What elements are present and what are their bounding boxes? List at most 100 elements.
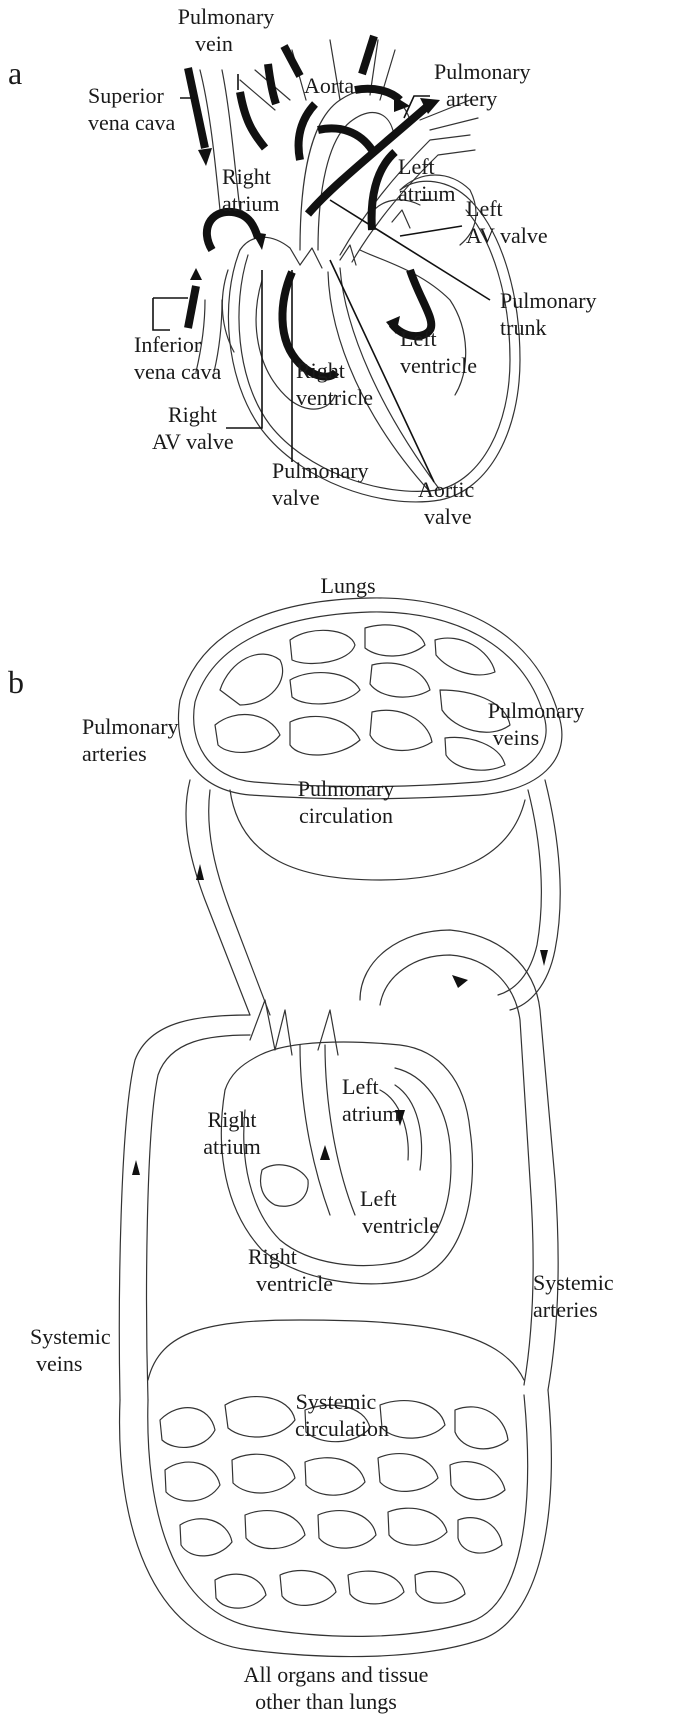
pulmonary-artery-arrowhead (196, 864, 204, 880)
pulmonary-circulation-label: Pulmonary circulation (298, 776, 395, 828)
systemic-vein-inner (147, 1035, 250, 1400)
left-ventricle-label-line1: Left (400, 326, 437, 351)
right-ventricle-chamber-b (261, 1165, 309, 1206)
pulmonary-vein-arrowhead (540, 950, 548, 966)
systemic-arteries-label: Systemic arteries (533, 1270, 614, 1322)
left-av-valve-label: Left AV valve (466, 196, 548, 248)
lungs-label: Lungs (321, 573, 376, 598)
left-atrium-b-label: Left atrium (342, 1074, 399, 1126)
organs-label-line1: All organs and tissue (244, 1662, 429, 1687)
pulmonary-artery-vessel-left (186, 780, 250, 1015)
systemic-veins-label-line1: Systemic (30, 1324, 111, 1349)
systemic-circulation-label: Systemic circulation (295, 1389, 389, 1441)
left-ventricle-b-label: Left ventricle (360, 1186, 439, 1238)
aortic-valve-label-line1: Aortic (418, 477, 474, 502)
pulmonary-valve-label-line1: Pulmonary (272, 458, 369, 483)
svc-label-line1: Superior (88, 83, 164, 108)
pulmonary-trunk-label: Pulmonary trunk (500, 288, 597, 340)
left-atrium-entry-arrow (318, 128, 372, 150)
systemic-artery-inner (380, 955, 533, 1385)
panel-b-letter: b (8, 664, 24, 700)
pulmonary-arteries-label-line2: arteries (82, 741, 147, 766)
pulmonary-vein-flow-arrow-2 (268, 64, 276, 104)
ivc-label-line2: vena cava (134, 359, 222, 384)
lung-capillary-cells (215, 625, 510, 770)
systemic-circulation-label-line2: circulation (295, 1416, 389, 1441)
left-atrium-label-line1: Left (398, 154, 435, 179)
inferior-vena-cava-label: Inferior vena cava (134, 332, 222, 384)
pulmonary-vein-label: Pulmonary vein (178, 4, 275, 56)
right-ventricle-arrowhead (320, 1145, 330, 1160)
ivc-arrowhead (190, 268, 202, 280)
pulmonary-artery-vessel-right (209, 790, 270, 1015)
right-ventricle-label: Right ventricle (296, 358, 373, 410)
pulmonary-valve-label: Pulmonary valve (272, 458, 369, 510)
aortic-valve-label-line2: valve (424, 504, 472, 529)
right-atrium-label-line2: atrium (222, 191, 279, 216)
right-av-valve-label-line1: Right (168, 402, 217, 427)
organs-label: All organs and tissue other than lungs (244, 1662, 429, 1714)
left-av-valve-label-line2: AV valve (466, 223, 548, 248)
left-av-valve-label-line1: Left (466, 196, 503, 221)
pulmonary-trunk-label-line2: trunk (500, 315, 546, 340)
systemic-vein-outer (119, 1015, 250, 1400)
right-ventricle-label-line2: ventricle (296, 385, 373, 410)
aorta-label: Aorta (304, 73, 354, 98)
pulmonary-valve-label-line2: valve (272, 485, 320, 510)
pulmonary-vein-entry-arrowhead (452, 975, 468, 988)
pulmonary-arteries-label: Pulmonary arteries (82, 714, 179, 766)
right-ventricle-b-label-line2: ventricle (256, 1271, 333, 1296)
heart-b-septum (300, 1045, 355, 1215)
pulmonary-circulation-label-line1: Pulmonary (298, 776, 395, 801)
left-atrium-b-label-line1: Left (342, 1074, 379, 1099)
systemic-veins-label-line2: veins (36, 1351, 82, 1376)
panel-a-letter: a (8, 55, 22, 91)
pulmonary-vein-vessel-outer (510, 780, 560, 1010)
superior-vena-cava-label: Superior vena cava (88, 83, 176, 135)
left-atrium-label: Left atrium (398, 154, 455, 206)
pulmonary-veins-label-line1: Pulmonary (488, 698, 585, 723)
organs-label-line2: other than lungs (255, 1689, 397, 1714)
ivc-label-line1: Inferior (134, 332, 202, 357)
left-heart-valves (380, 1085, 422, 1170)
svc-arrowhead (198, 148, 212, 166)
pulmonary-arteries-label-line1: Pulmonary (82, 714, 179, 739)
pulmonary-vein-vessel-inner (498, 790, 541, 995)
left-atrium-label-line2: atrium (398, 181, 455, 206)
left-ventricle-b-label-line2: ventricle (362, 1213, 439, 1238)
right-atrium-wall (240, 237, 300, 265)
right-ventricle-label-line1: Right (296, 358, 345, 383)
systemic-arteries-label-line1: Systemic (533, 1270, 614, 1295)
left-ventricle-label-line2: ventricle (400, 353, 477, 378)
right-ventricle-b-label: Right ventricle (248, 1244, 333, 1296)
pulmonary-veins-label-line2: veins (493, 725, 539, 750)
circulation-drawing (119, 598, 562, 1657)
right-atrium-b-label-line1: Right (208, 1107, 257, 1132)
pulmonary-vein-flow-arrow (240, 92, 265, 148)
systemic-arteries-label-line2: arteries (533, 1297, 598, 1322)
right-atrium-arrowhead (252, 232, 266, 250)
systemic-circulation-label-line1: Systemic (296, 1389, 377, 1414)
pulmonary-trunk-label-line1: Pulmonary (500, 288, 597, 313)
left-atrium-b-label-line2: atrium (342, 1101, 399, 1126)
pulmonary-veins-label: Pulmonary veins (488, 698, 585, 750)
aorta-up-arrow (299, 104, 315, 160)
pulmonary-artery-label-line2: artery (446, 86, 497, 111)
right-atrium-b-label: Right atrium (203, 1107, 260, 1159)
ivc-leader (153, 298, 188, 330)
pulmonary-artery-label-line1: Pulmonary (434, 59, 531, 84)
systemic-circulation-inner-loop (148, 1320, 524, 1380)
right-atrium-label: Right atrium (222, 164, 279, 216)
pulmonary-vein-label-line2: vein (195, 31, 233, 56)
pulmonary-vein-label-line1: Pulmonary (178, 4, 275, 29)
right-av-valve-label-line2: AV valve (152, 429, 234, 454)
aortic-valve-label: Aortic valve (418, 477, 474, 529)
systemic-vein-arrowhead (132, 1160, 140, 1175)
pulmonary-circulation-label-line2: circulation (299, 803, 393, 828)
right-atrium-label-line1: Right (222, 164, 271, 189)
pulmonary-artery-label: Pulmonary artery (434, 59, 531, 111)
aorta-right-arrow (355, 89, 400, 100)
aorta-top-arrow (362, 36, 374, 74)
